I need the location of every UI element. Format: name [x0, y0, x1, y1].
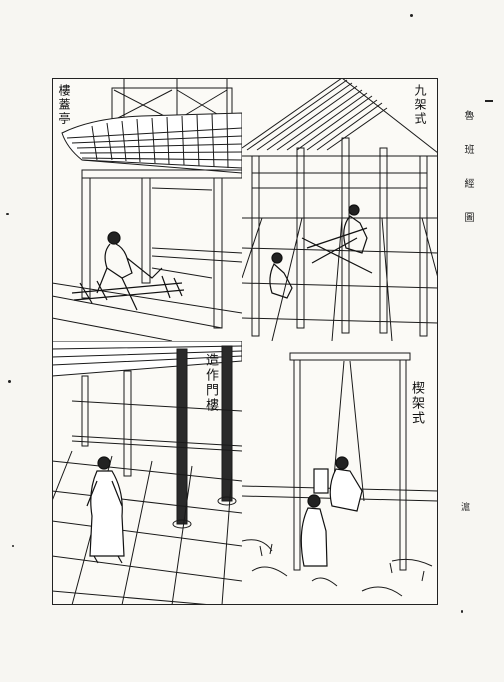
panel-nine-beam-frame: 九架式 [242, 78, 438, 341]
ink-speck [6, 213, 9, 215]
ink-speck [410, 14, 413, 17]
frame-illustration [242, 78, 438, 341]
book-title: 魯班經圖 [462, 110, 473, 246]
panel-gatehouse: 造作門樓 [52, 341, 242, 605]
gatehouse-illustration [52, 341, 242, 605]
panel-suspended-frame: 楔架式 [242, 341, 438, 605]
panel-caption: 九架式 [413, 84, 427, 126]
panel-caption: 造作門樓 [203, 353, 218, 413]
pavilion-illustration [52, 78, 242, 341]
panel-caption: 楔架式 [409, 381, 424, 426]
panel-caption: 樓蓋亭 [57, 84, 71, 126]
ink-speck [461, 610, 463, 613]
suspended-frame-illustration [242, 352, 438, 597]
ink-speck [8, 380, 11, 383]
ink-speck [12, 545, 14, 547]
panel-pavilion-roof: 樓蓋亭 [52, 78, 242, 341]
ink-dash [485, 100, 493, 102]
folio-mark: 滬 [461, 503, 471, 513]
